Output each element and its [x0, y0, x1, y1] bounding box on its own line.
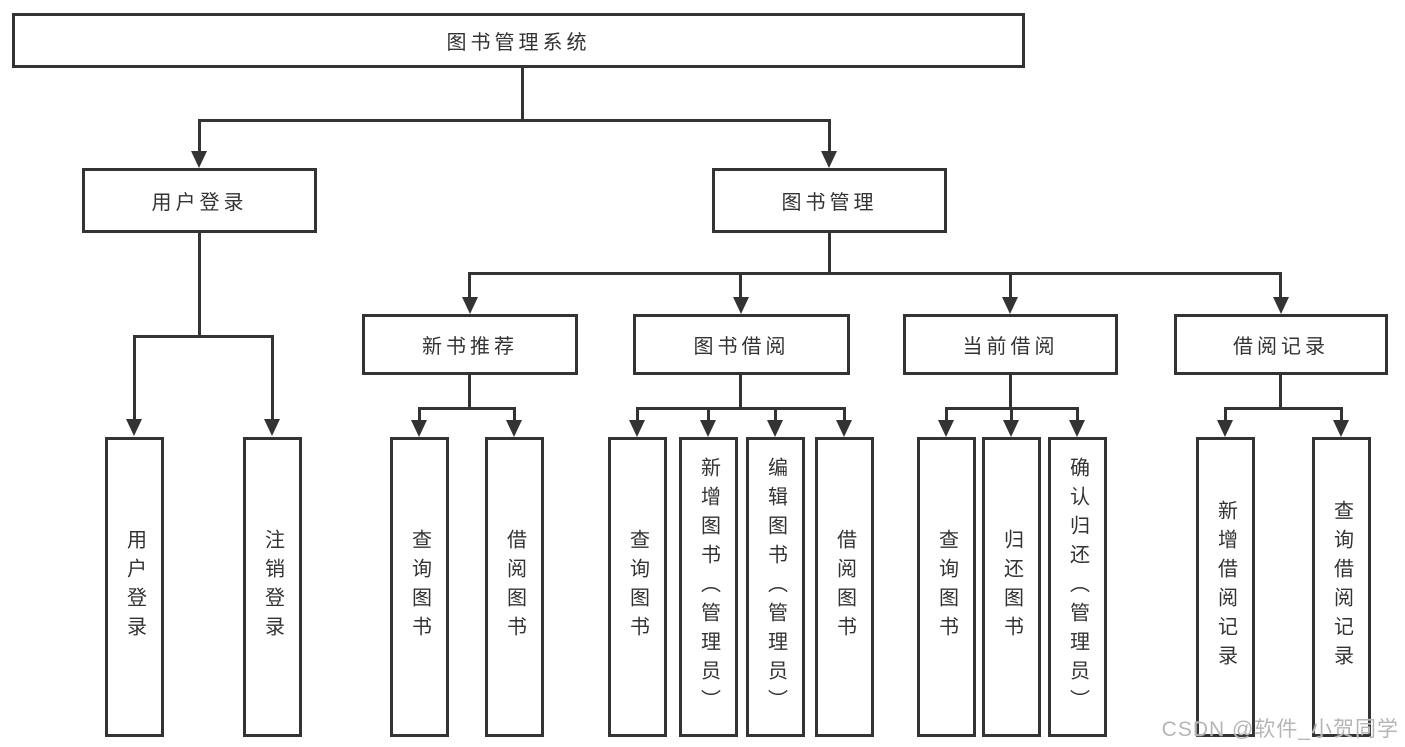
arrow-down-icon: [938, 420, 954, 437]
connector-arrow-shaft: [1076, 407, 1079, 422]
connector-root-stem: [521, 66, 524, 121]
node-label: 注销登录: [261, 529, 284, 645]
node-label: 新增借阅记录: [1214, 500, 1237, 674]
node-label: 查询图书: [935, 529, 958, 645]
node-label: 用户登录: [151, 192, 248, 214]
connector-newbook-branch: [418, 407, 516, 410]
arrow-down-icon: [767, 420, 783, 437]
arrow-down-icon: [1002, 297, 1018, 314]
connector-arrow-shaft: [1224, 407, 1227, 422]
node-label: 借阅记录: [1233, 336, 1329, 358]
connector-arrow-shaft: [418, 407, 421, 422]
arrow-down-icon: [191, 151, 207, 168]
leaf-borrowing-query-books: 查询图书: [608, 437, 667, 737]
node-current-borrowing: 当前借阅: [903, 314, 1118, 375]
arrow-down-icon: [411, 420, 427, 437]
connector-arrow-shaft: [1009, 272, 1012, 299]
node-borrowing-records: 借阅记录: [1174, 314, 1388, 375]
arrow-down-icon: [1003, 420, 1019, 437]
connector-root-branch: [198, 119, 831, 122]
connector-management-stem: [828, 233, 831, 275]
arrow-down-icon: [1069, 420, 1085, 437]
connector-borrowing-branch: [636, 407, 846, 410]
node-label: 借阅图书: [833, 529, 856, 645]
arrow-down-icon: [733, 297, 749, 314]
node-root-library-management-system: 图书管理系统: [12, 13, 1025, 68]
node-label: 借阅图书: [503, 529, 526, 645]
connector-arrow-shaft: [843, 407, 846, 422]
connector-records-branch: [1224, 407, 1343, 410]
connector-arrow-shaft: [1279, 272, 1282, 299]
arrow-down-icon: [264, 419, 280, 436]
arrow-down-icon: [506, 420, 522, 437]
connector-arrow-shaft: [945, 407, 948, 422]
connector-arrow-shaft: [198, 119, 201, 153]
connector-newbook-stem: [468, 375, 471, 409]
leaf-borrowing-add-books-admin: 新增图书（管理员）: [679, 437, 738, 737]
connector-arrow-shaft: [468, 272, 471, 299]
node-new-book-recommendation: 新书推荐: [362, 314, 578, 375]
node-book-borrowing: 图书借阅: [633, 314, 850, 375]
connector-current-stem: [1009, 375, 1012, 409]
leaf-current-return-books: 归还图书: [982, 437, 1041, 737]
node-label: 编辑图书（管理员）: [764, 456, 787, 718]
connector-arrow-shaft: [707, 407, 710, 422]
arrow-down-icon: [1273, 297, 1289, 314]
connector-login-branch: [133, 335, 274, 338]
node-label: 新书推荐: [422, 336, 518, 358]
connector-arrow-shaft: [1010, 407, 1013, 422]
connector-management-branch: [468, 272, 1282, 275]
node-label: 归还图书: [1000, 529, 1023, 645]
leaf-current-confirm-return-admin: 确认归还（管理员）: [1048, 437, 1107, 737]
arrow-down-icon: [700, 420, 716, 437]
connector-arrow-shaft: [1340, 407, 1343, 422]
node-label: 查询图书: [626, 529, 649, 645]
arrow-down-icon: [462, 297, 478, 314]
node-label: 图书借阅: [693, 336, 790, 358]
connector-arrow-shaft: [271, 335, 274, 421]
node-label: 图书管理系统: [446, 32, 591, 54]
arrow-down-icon: [1333, 420, 1349, 437]
leaf-logout: 注销登录: [243, 437, 302, 737]
connector-arrow-shaft: [133, 335, 136, 421]
node-label: 用户登录: [123, 529, 146, 645]
connector-arrow-shaft: [513, 407, 516, 422]
node-label: 确认归还（管理员）: [1066, 456, 1089, 718]
leaf-records-query-borrow-record: 查询借阅记录: [1312, 437, 1371, 737]
node-label: 新增图书（管理员）: [697, 456, 720, 718]
connector-arrow-shaft: [774, 407, 777, 422]
connector-arrow-shaft: [636, 407, 639, 422]
arrow-down-icon: [629, 420, 645, 437]
connector-arrow-shaft: [739, 272, 742, 299]
node-book-management: 图书管理: [712, 168, 947, 233]
leaf-borrowing-borrow-books: 借阅图书: [815, 437, 874, 737]
arrow-down-icon: [836, 420, 852, 437]
leaf-records-add-borrow-record: 新增借阅记录: [1196, 437, 1255, 737]
node-user-login: 用户登录: [82, 168, 317, 233]
arrow-down-icon: [126, 419, 142, 436]
node-label: 图书管理: [781, 192, 878, 214]
connector-borrowing-stem: [739, 375, 742, 409]
node-label: 查询借阅记录: [1330, 500, 1353, 674]
leaf-newbook-query-books: 查询图书: [390, 437, 449, 737]
leaf-user-login: 用户登录: [105, 437, 164, 737]
arrow-down-icon: [821, 151, 837, 168]
node-label: 查询图书: [408, 529, 431, 645]
leaf-newbook-borrow-books: 借阅图书: [485, 437, 544, 737]
csdn-watermark: CSDN @软件_小贺同学: [1161, 718, 1399, 741]
connector-arrow-shaft: [828, 119, 831, 153]
node-label: 当前借阅: [962, 336, 1059, 358]
leaf-current-query-books: 查询图书: [917, 437, 976, 737]
connector-records-stem: [1279, 375, 1282, 409]
leaf-borrowing-edit-books-admin: 编辑图书（管理员）: [746, 437, 805, 737]
arrow-down-icon: [1217, 420, 1233, 437]
connector-login-stem: [198, 233, 201, 337]
